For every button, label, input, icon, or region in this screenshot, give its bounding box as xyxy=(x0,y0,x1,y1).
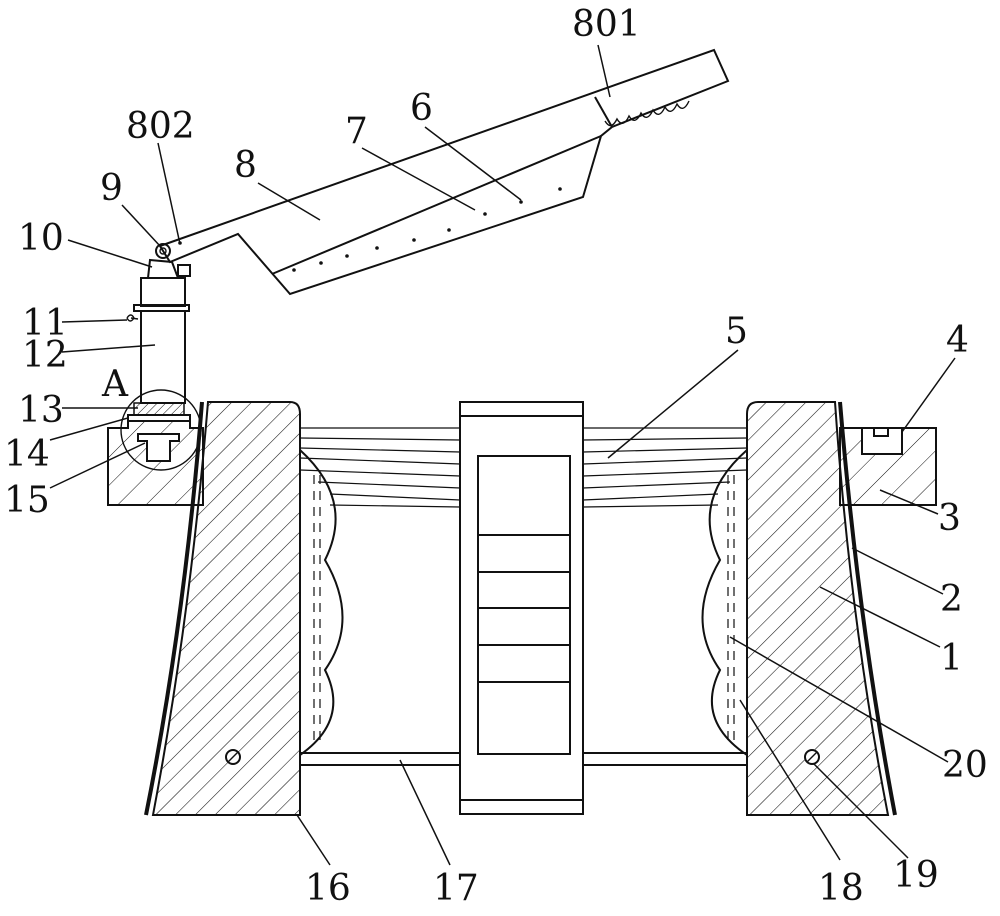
left-jaw-bolt-mark xyxy=(227,751,239,763)
right-block-notch xyxy=(873,427,889,437)
left-jaw-body xyxy=(151,401,301,816)
right-jaw-liner xyxy=(838,401,897,816)
right-jaw-bolt-mark xyxy=(806,751,818,763)
bracket xyxy=(177,264,191,277)
left-pad-dashes xyxy=(313,475,321,740)
label-10: 10 xyxy=(18,218,64,259)
pivot-pin-inner xyxy=(159,247,167,255)
strap xyxy=(299,427,748,508)
label-3: 3 xyxy=(938,498,961,539)
label-A: A xyxy=(101,364,129,405)
handle-inner-edge xyxy=(271,135,602,275)
lower-rods xyxy=(300,752,747,766)
grip-serrations xyxy=(604,100,690,127)
part-labels: 801 802 8 7 6 9 10 11 12 A 13 14 15 5 4 … xyxy=(4,4,988,909)
spring-clip xyxy=(126,314,139,322)
label-9: 9 xyxy=(100,168,123,209)
label-18: 18 xyxy=(818,868,864,909)
right-jaw-pad xyxy=(701,447,748,757)
label-14: 14 xyxy=(4,434,50,475)
label-801: 801 xyxy=(572,4,641,45)
label-802: 802 xyxy=(126,106,195,147)
left-jaw xyxy=(144,401,344,816)
label-1: 1 xyxy=(940,638,963,679)
label-12: 12 xyxy=(22,335,68,376)
buckle-slots xyxy=(478,534,570,683)
label-17: 17 xyxy=(433,868,479,909)
central-buckle xyxy=(459,401,584,815)
leader-lines xyxy=(49,44,956,866)
label-13: 13 xyxy=(18,390,64,431)
grip-divider xyxy=(594,96,613,128)
label-2: 2 xyxy=(940,579,963,620)
post-sleeve xyxy=(140,277,186,307)
left-jaw-pad xyxy=(299,447,344,757)
pivot-pin xyxy=(155,243,171,259)
right-jaw xyxy=(701,401,897,816)
left-block-hatch xyxy=(107,420,204,506)
left-jaw-liner xyxy=(144,401,204,816)
label-16: 16 xyxy=(305,868,351,909)
label-7: 7 xyxy=(345,111,368,152)
right-pad-dashes xyxy=(727,475,735,740)
buckle-window xyxy=(477,455,571,755)
label-11: 11 xyxy=(22,303,68,344)
label-6: 6 xyxy=(410,88,433,129)
label-4: 4 xyxy=(946,320,969,361)
right-block xyxy=(839,427,937,506)
post-base-pad xyxy=(133,402,185,416)
label-20: 20 xyxy=(942,745,988,786)
right-block-slot xyxy=(861,427,903,455)
label-8: 8 xyxy=(234,145,257,186)
handle-body xyxy=(158,48,730,296)
post-neck xyxy=(146,258,180,279)
left-block xyxy=(107,420,204,506)
handle-holes xyxy=(178,187,562,272)
label-19: 19 xyxy=(893,855,939,896)
label-15: 15 xyxy=(4,480,50,521)
handle-assembly xyxy=(155,48,730,296)
label-5: 5 xyxy=(725,311,748,352)
post-rod xyxy=(140,310,186,404)
right-jaw-body xyxy=(746,401,890,816)
